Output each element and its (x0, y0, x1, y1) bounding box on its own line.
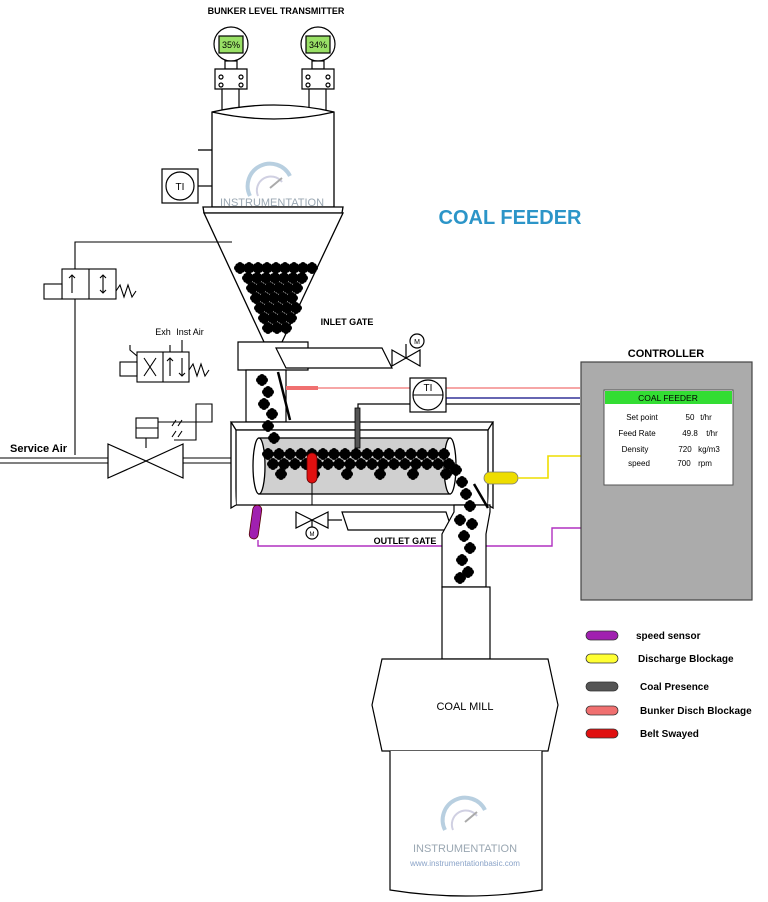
row-speed-value: 700 (677, 459, 691, 468)
instrumentation-logo-lower (440, 795, 487, 831)
row-setpoint-label: Set point (626, 413, 658, 422)
row-setpoint-unit: t/hr (700, 413, 712, 422)
row-feedrate-value: 49.8 (682, 429, 698, 438)
row-speed-label: speed (628, 459, 650, 468)
feeder-temperature-indicator (409, 377, 447, 413)
legend-label-discharge-blockage: Discharge Blockage (638, 654, 734, 665)
controller-screen-title: COAL FEEDER (638, 393, 698, 403)
legend-label-belt-swayed: Belt Swayed (640, 729, 699, 740)
legend-swatch-discharge-blockage (585, 653, 619, 664)
watermark-url: www.instrumentationbasic.com (409, 859, 520, 868)
motor-bottom-label: M (310, 532, 315, 538)
row-feedrate-unit: t/hr (706, 429, 718, 438)
legend-swatch-bunker-disch-blockage (585, 705, 619, 716)
row-setpoint-value: 50 (686, 413, 695, 422)
service-air-control-valve (107, 443, 184, 479)
legend-swatch-coal-presence (585, 681, 619, 692)
transmitter-value-left: 35% (222, 40, 240, 50)
speed-signal-line (257, 527, 581, 547)
row-speed-unit: rpm (698, 459, 712, 468)
exh-label: Exh (155, 327, 171, 337)
transmitter-value-right: 34% (309, 40, 327, 50)
discharge-signal-line (518, 455, 581, 479)
outlet-gate-label: OUTLET GATE (374, 536, 437, 546)
legend: speed sensor Discharge Blockage Coal Pre… (585, 630, 752, 740)
coal-mill-label: COAL MILL (436, 701, 493, 713)
discharge-blockage-sensor-icon (483, 471, 519, 485)
controller-screen-header (605, 391, 732, 404)
bunker-level-transmitter-label: BUNKER LEVEL TRANSMITTER (208, 6, 345, 16)
service-air-label: Service Air (10, 443, 68, 455)
legend-swatch-speed-sensor (585, 630, 619, 641)
legend-label-coal-presence: Coal Presence (640, 682, 709, 693)
outlet-gate-motor-icon (305, 526, 319, 540)
bunker-temperature-indicator (161, 168, 212, 204)
belt-swayed-sensor-icon (306, 452, 318, 484)
solenoid-valve (43, 268, 137, 300)
inlet-gate (237, 341, 421, 371)
watermark-brand-lower: INSTRUMENTATION (413, 843, 517, 855)
valve-positioner (135, 417, 183, 439)
row-density-unit: kg/m3 (698, 445, 720, 454)
coal-mill (371, 658, 559, 897)
inlet-gate-label: INLET GATE (321, 317, 374, 327)
controller-label: CONTROLLER (628, 348, 704, 360)
controller-screen (603, 389, 734, 486)
row-density-label: Density (622, 445, 649, 454)
watermark-brand-upper: INSTRUMENTATION (220, 197, 324, 209)
speed-sensor-icon (248, 504, 263, 540)
motor-top-label: M (414, 339, 420, 346)
legend-label-speed-sensor: speed sensor (636, 631, 701, 642)
inst-air-label: Inst Air (176, 327, 204, 337)
ti-left-label: TI (176, 182, 185, 193)
row-density-value: 720 (678, 445, 692, 454)
legend-swatch-belt-swayed (585, 728, 619, 739)
transmitter-display-left (218, 35, 244, 54)
diagram-title: COAL FEEDER (439, 207, 583, 229)
legend-label-bunker-disch-blockage: Bunker Disch Blockage (640, 706, 752, 717)
ti-right-label: TI (424, 383, 433, 394)
outlet-chute (441, 483, 491, 660)
row-feedrate-label: Feed Rate (618, 429, 656, 438)
outlet-gate (295, 511, 453, 531)
instrumentation-logo-upper (245, 161, 292, 197)
inlet-gate-motor-icon (409, 333, 425, 349)
directional-valve (119, 345, 210, 383)
transmitter-display-right (305, 35, 331, 54)
